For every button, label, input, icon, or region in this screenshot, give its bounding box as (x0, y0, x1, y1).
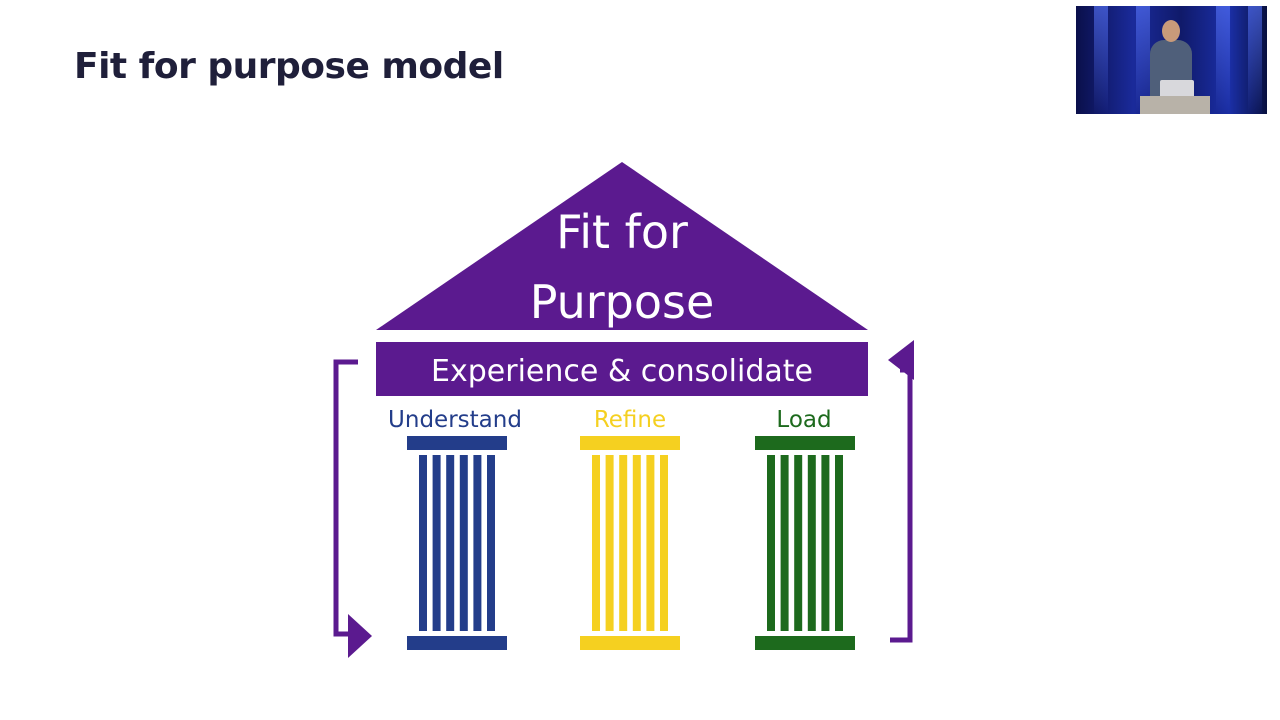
beam-label: Experience & consolidate (431, 354, 813, 389)
left-cycle-arrow-head-icon (348, 614, 372, 658)
pillar-flute (419, 455, 427, 631)
pillar-base (407, 636, 507, 650)
pillar-flute (605, 455, 614, 631)
podium (1140, 96, 1210, 114)
pillar-capital (407, 436, 507, 450)
pillar-flute (807, 455, 816, 631)
pillar-label-understand: Understand (388, 407, 522, 433)
pillar-base (755, 636, 855, 650)
pillar-capital (755, 436, 855, 450)
pillar-refine (580, 436, 680, 650)
pillar-flute (794, 455, 803, 631)
pillar-understand (407, 436, 507, 650)
right-cycle-arrow-head-icon (888, 340, 914, 380)
pillar-flute (646, 455, 655, 631)
pillar-flute (835, 455, 843, 631)
pillar-capital (580, 436, 680, 450)
roof-triangle (376, 162, 868, 330)
pillar-label-load: Load (776, 407, 831, 433)
pillar-flute (487, 455, 495, 631)
pillar-flute (592, 455, 600, 631)
roof-text-line-2: Purpose (530, 275, 715, 329)
pillar-flute (432, 455, 441, 631)
pillar-flute (767, 455, 775, 631)
pillar-base (580, 636, 680, 650)
laptop-icon (1160, 80, 1194, 98)
pillar-load (755, 436, 855, 650)
right-cycle-arrow-line (890, 367, 913, 643)
pillar-flute (459, 455, 468, 631)
pillar-label-refine: Refine (594, 407, 666, 433)
pillar-flute (660, 455, 668, 631)
pillar-flute (632, 455, 641, 631)
beam-bar (376, 342, 868, 396)
slide-title: Fit for purpose model (74, 46, 504, 87)
presenter-video-icon (1076, 6, 1267, 114)
pillar-flute (780, 455, 789, 631)
pillar-flute (473, 455, 482, 631)
roof-text-line-1: Fit for (556, 205, 688, 259)
left-cycle-arrow-line (333, 359, 358, 637)
presenter-head (1162, 20, 1180, 42)
pillar-flute (446, 455, 455, 631)
pillar-flute (619, 455, 628, 631)
pillar-flute (821, 455, 830, 631)
